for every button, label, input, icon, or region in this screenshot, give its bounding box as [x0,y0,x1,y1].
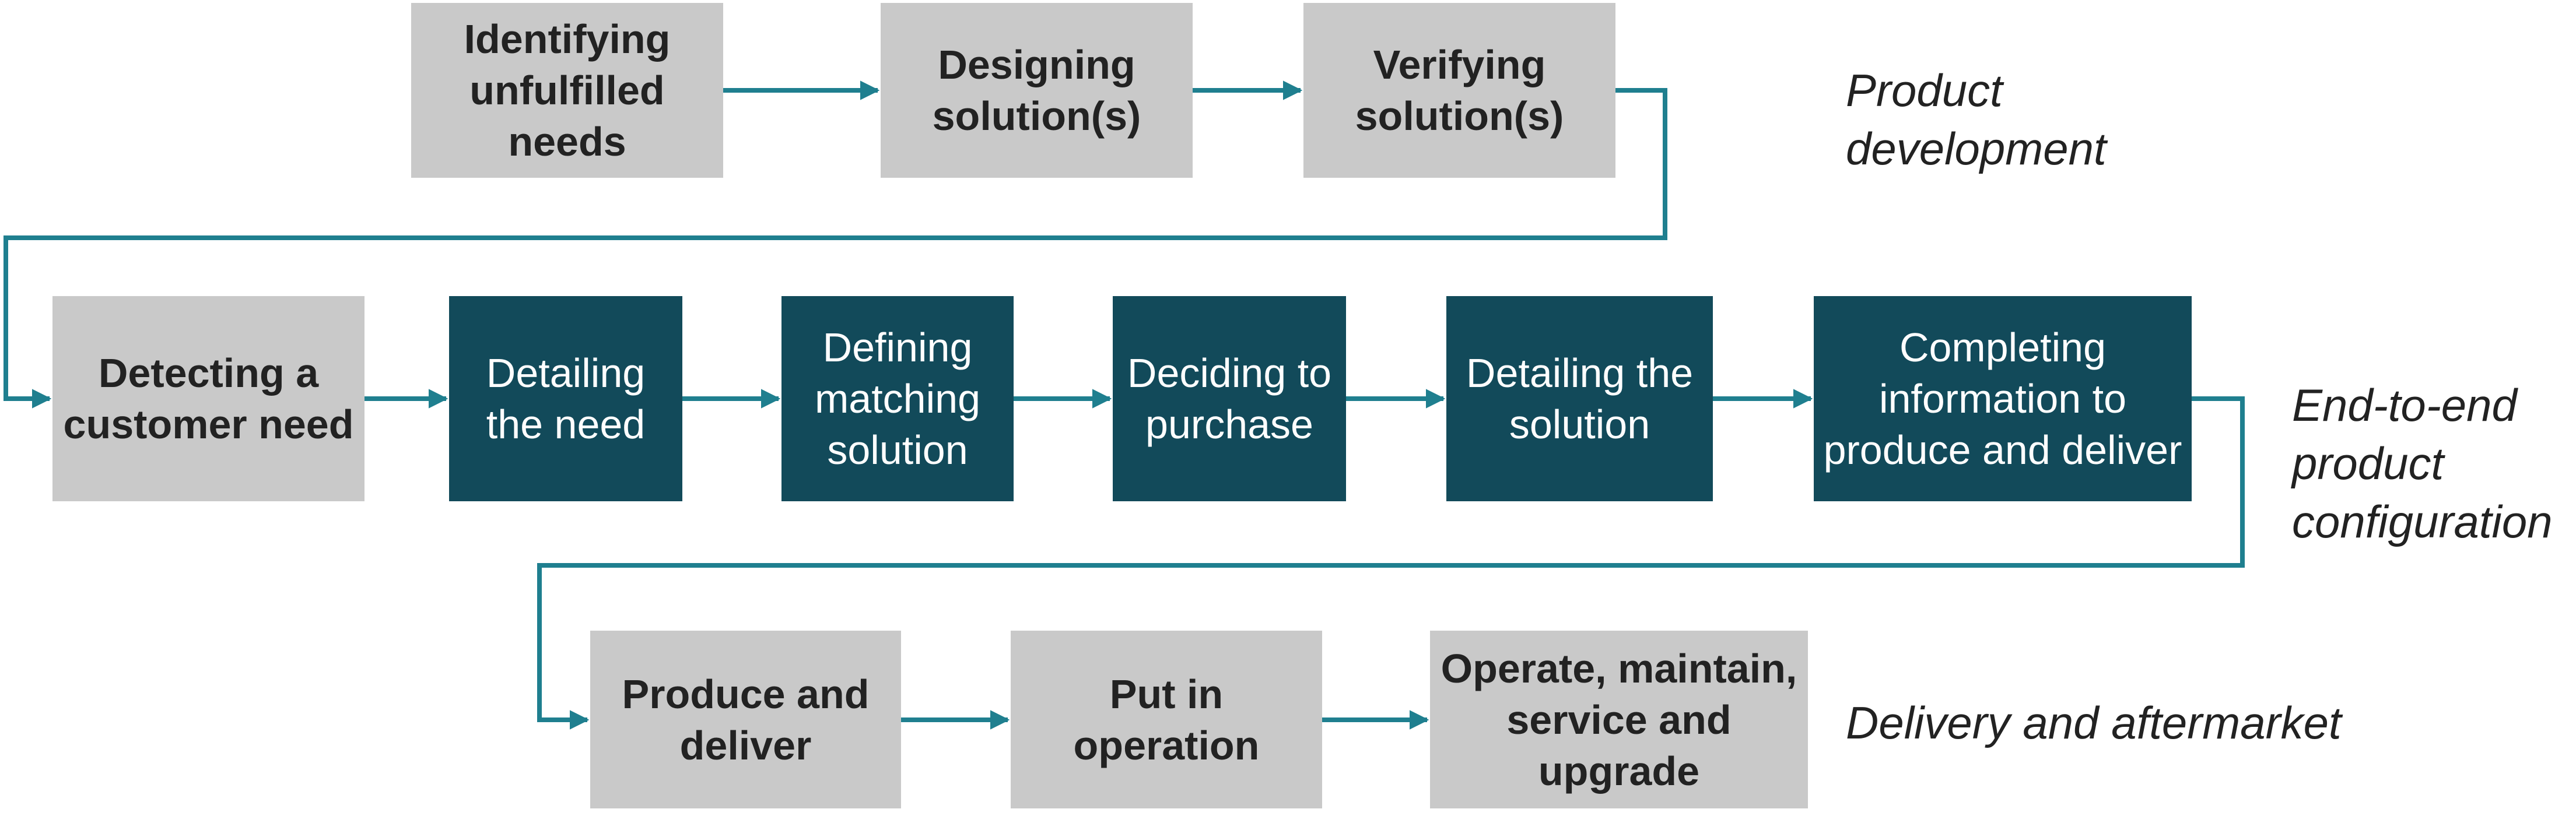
stage-label-end-to-end-configuration: End-to-end product configuration [2292,379,2553,547]
box-label: Detailing the solution [1466,350,1694,447]
box-label: Completing information to produce and de… [1823,325,2182,473]
box-completing-information: Completing information to produce and de… [1814,296,2192,501]
box-deciding-to-purchase: Deciding to purchase [1113,296,1346,501]
box-label: Detailing the need [486,350,646,447]
box-label: Produce and deliver [622,671,870,768]
box-label: Identifying unfulfilled needs [464,16,671,164]
box-put-in-operation: Put in operation [1011,631,1322,808]
box-verifying-solutions: Verifying solution(s) [1303,3,1615,178]
box-label: Deciding to purchase [1127,350,1332,447]
box-label: Verifying solution(s) [1355,42,1564,139]
box-identifying-unfulfilled-needs: Identifying unfulfilled needs [411,3,723,178]
box-label: Detecting a customer need [63,350,354,447]
box-operate-maintain-service-upgrade: Operate, maintain, service and upgrade [1430,631,1808,808]
connector-completing-to-produce [537,396,2245,730]
stage-label-delivery-and-aftermarket: Delivery and aftermarket [1846,697,2342,748]
box-defining-matching-solution: Defining matching solution [781,296,1014,501]
box-label: Put in operation [1073,671,1260,768]
connector-verifying-to-detecting [3,88,1667,409]
box-detailing-the-need: Detailing the need [449,296,682,501]
box-designing-solutions: Designing solution(s) [881,3,1193,178]
box-produce-and-deliver: Produce and deliver [590,631,901,808]
box-label: Defining matching solution [814,325,981,473]
box-detecting-customer-need: Detecting a customer need [52,296,365,501]
box-label: Designing solution(s) [932,42,1141,139]
stage-label-product-development: Product development [1846,65,2107,174]
box-detailing-the-solution: Detailing the solution [1446,296,1713,501]
box-label: Operate, maintain, service and upgrade [1441,645,1797,794]
